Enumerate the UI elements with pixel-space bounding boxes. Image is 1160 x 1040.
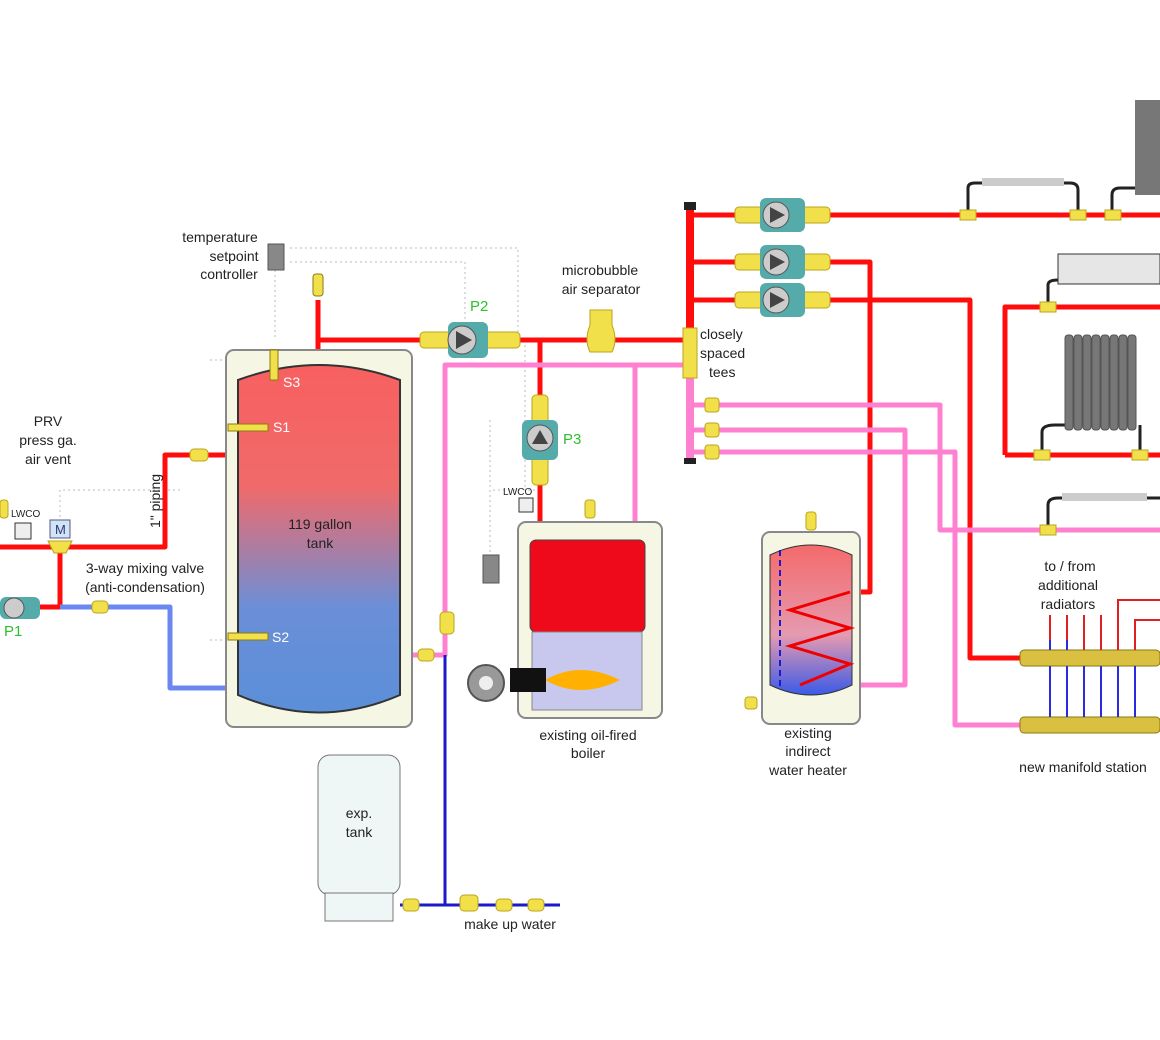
radiator-tees bbox=[959, 209, 1149, 536]
pump-label-p2: P2 bbox=[470, 298, 488, 315]
heater-label-3: water heater bbox=[768, 762, 847, 778]
mixing-valve-label-2: (anti-condensation) bbox=[85, 579, 205, 595]
prv-label-1: PRV bbox=[34, 413, 63, 429]
manifold-station bbox=[1019, 599, 1160, 734]
mixing-valve-label-1: 3-way mixing valve bbox=[86, 560, 204, 576]
radiator-panel-3 bbox=[1062, 493, 1147, 501]
boiler-label-1: existing oil-fired bbox=[539, 727, 636, 743]
lwco-label-left: LWCO bbox=[11, 509, 40, 520]
pump-p1 bbox=[0, 597, 40, 619]
tees-label-2: spaced bbox=[700, 345, 745, 361]
oil-boiler bbox=[467, 521, 663, 719]
tank-return-pipe bbox=[60, 604, 232, 691]
buffer-tank: S3 S1 S2 119 gallon tank bbox=[225, 349, 413, 728]
controller-label-3: controller bbox=[200, 266, 258, 282]
closely-spaced-tees bbox=[682, 327, 698, 379]
heater-label-2: indirect bbox=[785, 743, 830, 759]
lwco-box-boiler bbox=[518, 497, 534, 513]
pump-p2 bbox=[419, 322, 521, 358]
pump-label-p3: P3 bbox=[563, 431, 581, 448]
mixing-valve-motor-label: M bbox=[55, 522, 66, 537]
exp-tank-label-1: exp. bbox=[346, 805, 372, 821]
piping-label: 1" piping bbox=[147, 474, 163, 528]
sensor-s3: S3 bbox=[283, 374, 300, 390]
header-cap-top bbox=[684, 202, 696, 210]
radiator-cast-iron bbox=[1064, 334, 1137, 431]
control-wiring bbox=[59, 247, 540, 641]
lwco-box-left bbox=[14, 522, 32, 540]
air-separator-label-1: microbubble bbox=[562, 262, 638, 278]
tank-label-2: tank bbox=[307, 535, 334, 551]
header-cap-bottom bbox=[684, 458, 696, 464]
valves bbox=[0, 397, 817, 912]
additional-label-2: additional bbox=[1038, 577, 1098, 593]
radiator-column-1 bbox=[1135, 100, 1160, 195]
air-separator-label-2: air separator bbox=[562, 281, 641, 297]
radiator-panel-2 bbox=[1057, 253, 1160, 285]
expansion-tank: exp. tank bbox=[317, 754, 401, 922]
controller-label-2: setpoint bbox=[209, 248, 258, 264]
lwco-label-boiler: LWCO bbox=[503, 487, 532, 498]
manifold-label: new manifold station bbox=[1019, 759, 1147, 775]
sensor-s2: S2 bbox=[272, 629, 289, 645]
pump-label-p1: P1 bbox=[4, 623, 22, 640]
radiator-panel-1 bbox=[982, 178, 1064, 186]
prv-label-3: air vent bbox=[25, 451, 71, 467]
setpoint-controller bbox=[267, 243, 285, 271]
air-vent-icon bbox=[312, 273, 324, 297]
tank-label-1: 119 gallon bbox=[288, 516, 352, 532]
pump-p3 bbox=[522, 394, 558, 486]
prv-label-2: press ga. bbox=[19, 432, 77, 448]
controller-label-1: temperature bbox=[182, 229, 258, 245]
additional-label-1: to / from bbox=[1044, 558, 1095, 574]
boiler-controller bbox=[482, 554, 500, 584]
additional-label-3: radiators bbox=[1041, 596, 1095, 612]
heater-label-1: existing bbox=[784, 725, 831, 741]
boiler-label-2: boiler bbox=[571, 745, 606, 761]
exp-tank-label-2: tank bbox=[346, 824, 373, 840]
tees-label-3: tees bbox=[709, 364, 735, 380]
sensor-s1: S1 bbox=[273, 419, 290, 435]
zone-pumps bbox=[734, 198, 831, 317]
air-separator bbox=[586, 309, 616, 353]
tees-label-1: closely bbox=[700, 326, 743, 342]
mixing-valve: M bbox=[47, 519, 73, 554]
indirect-water-heater bbox=[761, 531, 861, 725]
makeup-water-label: make up water bbox=[464, 916, 556, 932]
